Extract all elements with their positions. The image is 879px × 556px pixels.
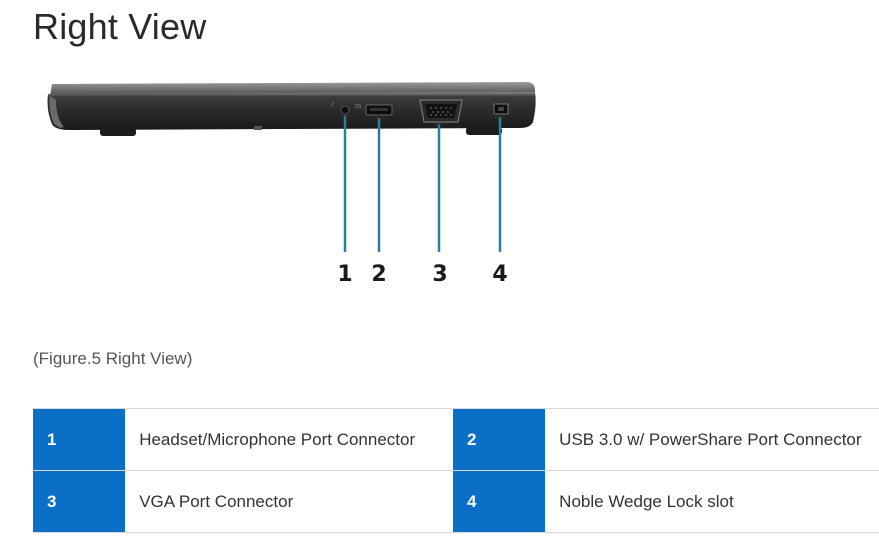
- laptop-foot: [466, 127, 502, 135]
- page-title: Right View: [33, 6, 207, 47]
- svg-text:♪: ♪: [331, 101, 335, 108]
- table-row: 3 VGA Port Connector 4 Noble Wedge Lock …: [33, 470, 879, 533]
- laptop-base: [47, 92, 536, 130]
- port-number: 3: [33, 470, 126, 533]
- headset-port-icon: [340, 105, 350, 115]
- table-row: 1 Headset/Microphone Port Connector 2 US…: [33, 408, 879, 471]
- port-label: USB 3.0 w/ PowerShare Port Connector: [545, 408, 879, 471]
- port-number: 4: [452, 470, 546, 533]
- laptop-right-side-image: ♪ SS: [47, 82, 536, 252]
- laptop-foot: [100, 128, 136, 136]
- port-number: 1: [33, 408, 126, 471]
- port-number: 2: [452, 408, 546, 471]
- callout-number-1: 1: [337, 262, 353, 287]
- callout-number-4: 4: [492, 262, 508, 287]
- port-label: Headset/Microphone Port Connector: [125, 408, 453, 471]
- ports-table: 1 Headset/Microphone Port Connector 2 US…: [33, 408, 879, 533]
- svg-text:SS: SS: [355, 104, 361, 110]
- port-label: VGA Port Connector: [125, 470, 453, 533]
- figure-caption: (Figure.5 Right View): [33, 349, 193, 368]
- callout-number-3: 3: [432, 262, 448, 287]
- callout-number-2: 2: [371, 262, 387, 287]
- port-label: Noble Wedge Lock slot: [545, 470, 879, 533]
